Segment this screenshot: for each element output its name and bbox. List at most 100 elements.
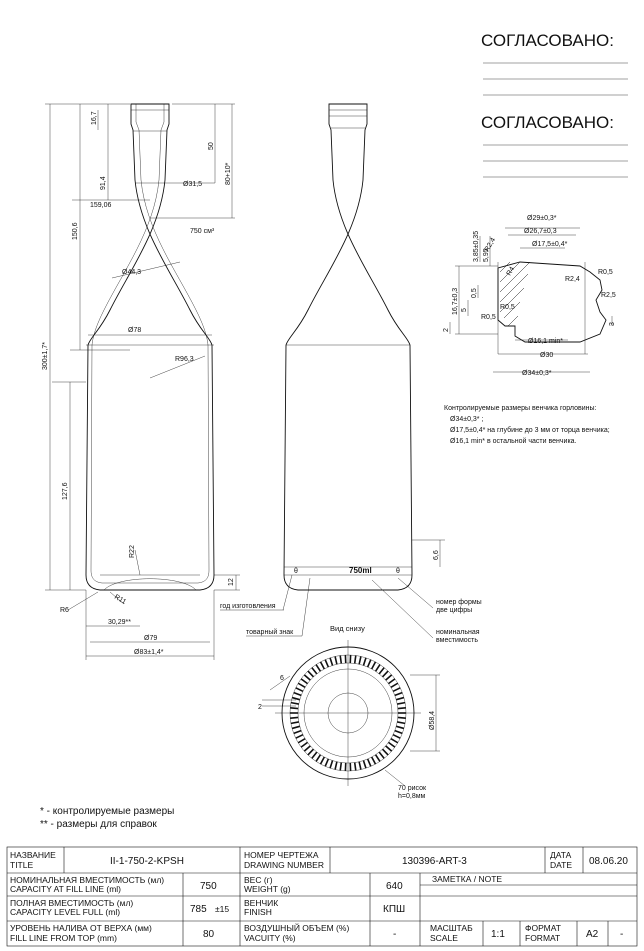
dim-150-6: 150,6 bbox=[72, 222, 79, 240]
bottom-view-title: Вид снизу bbox=[330, 624, 365, 633]
finish-notes-line1: Ø34±0,3* ; bbox=[450, 416, 483, 423]
knurl-mark bbox=[319, 661, 326, 670]
knurl-mark bbox=[334, 761, 338, 770]
tb-scale-en: SCALE bbox=[430, 933, 458, 943]
tb-date-value: 08.06.20 bbox=[589, 856, 628, 867]
knurl-mark bbox=[339, 762, 343, 771]
tb-fill-level-ru: УРОВЕНЬ НАЛИВА ОТ ВЕРХА (мм) bbox=[10, 923, 152, 933]
knurl-mark bbox=[370, 661, 377, 670]
dim-159: 159,06 bbox=[90, 202, 112, 209]
knurl-mark bbox=[390, 737, 399, 744]
knurl-mark bbox=[362, 760, 367, 769]
finish-detail: Ø29±0,3* Ø26,7±0,3 Ø17,5±0,4* 5,95 3,85±… bbox=[443, 215, 616, 377]
mark-750ml: 750ml bbox=[349, 566, 372, 575]
knurl-mark bbox=[307, 748, 315, 756]
knurl-mark bbox=[290, 716, 299, 719]
tb-cap-fill-ru: НОМИНАЛЬНАЯ ВМЕСТИМОСТЬ (мл) bbox=[10, 875, 164, 885]
knurl-mark bbox=[290, 701, 299, 705]
tb-vacuity-value: - bbox=[393, 929, 396, 940]
tb-drawing-ru: НОМЕР ЧЕРТЕЖА bbox=[244, 850, 319, 860]
knurl-mark bbox=[300, 678, 309, 685]
tb-scale-ru: МАСШТАБ bbox=[430, 923, 473, 933]
tb-drawing-value: 130396-ART-3 bbox=[402, 856, 467, 867]
finish-r2-4b: R2,4 bbox=[565, 276, 580, 283]
knurl-mark bbox=[311, 667, 318, 675]
dim-79: Ø79 bbox=[144, 635, 157, 642]
knurl-mark bbox=[295, 687, 304, 693]
knurl-mark bbox=[395, 696, 405, 701]
knurl-mark bbox=[329, 760, 334, 769]
knurl-mark bbox=[293, 729, 302, 735]
knurl-mark bbox=[362, 657, 367, 666]
knurl-mark bbox=[339, 655, 343, 664]
tb-weight-value: 640 bbox=[386, 881, 403, 892]
dim-base-2: 2 bbox=[258, 704, 262, 711]
knurl-mark bbox=[353, 655, 357, 664]
knurl-mark bbox=[397, 707, 406, 710]
tb-fill-level-en: FILL LINE FROM TOP (mm) bbox=[10, 933, 117, 943]
dim-base-6: 6 bbox=[280, 675, 284, 682]
knurl-mark bbox=[295, 733, 304, 739]
tb-drawing-en: DRAWING NUMBER bbox=[244, 860, 324, 870]
finish-d5-95: 5,95 bbox=[483, 248, 490, 262]
finish-d26-7: Ø26,7±0,3 bbox=[524, 228, 557, 235]
knurl-mark bbox=[311, 751, 318, 759]
tb-finish-en: FINISH bbox=[244, 907, 272, 917]
knurl-mark bbox=[315, 664, 322, 672]
tb-fill-level-value: 80 bbox=[203, 929, 215, 940]
approval-label-2: СОГЛАСОВАНО: bbox=[481, 113, 614, 132]
knurl-mark bbox=[397, 701, 406, 705]
finish-notes-line2: Ø17,5±0,4* на глубине до 3 мм от торца в… bbox=[450, 426, 610, 434]
knurl-mark bbox=[381, 670, 389, 678]
dim-30-29: 30,29** bbox=[108, 619, 131, 626]
knurl-mark bbox=[370, 756, 377, 765]
dim-r6: R6 bbox=[60, 607, 69, 614]
tb-cap-full-en: CAPACITY LEVEL FULL (ml) bbox=[10, 907, 120, 917]
knurl-mark bbox=[397, 721, 406, 725]
neck-dimensions: 50 80+10* Ø31,5 750 см³ Ø44,3 Ø78 R96,3 … bbox=[60, 103, 240, 660]
knurl-mark bbox=[324, 659, 330, 668]
knurl-mark bbox=[353, 762, 357, 771]
knurl-mark bbox=[290, 707, 299, 710]
dim-750-cm: 750 см³ bbox=[190, 228, 215, 235]
label-trademark: товарный знак bbox=[246, 628, 294, 636]
finish-r0-5b: R0,5 bbox=[481, 314, 496, 321]
finish-d34: Ø34±0,3* bbox=[522, 370, 552, 377]
tb-date-en: DATE bbox=[550, 860, 572, 870]
knurl-mark bbox=[324, 758, 330, 767]
tb-cap-full-tol: ±15 bbox=[215, 904, 229, 914]
tb-cap-fill-value: 750 bbox=[200, 881, 217, 892]
title-block: НАЗВАНИЕ TITLE II-1-750-2-KPSH НОМЕР ЧЕР… bbox=[6, 846, 638, 947]
marking-labels: год изготовления товарный знак номер фор… bbox=[220, 574, 482, 644]
tb-format-ru: ФОРМАТ bbox=[525, 923, 561, 933]
dim-44-3: Ø44,3 bbox=[122, 269, 141, 276]
left-dimensions: 300±1,7* 150,6 127,6 91,4 16,7 159,06 bbox=[42, 103, 150, 591]
dim-80: 80+10* bbox=[225, 162, 232, 185]
knurl-mark bbox=[366, 659, 372, 668]
dim-127-6: 127,6 bbox=[62, 482, 69, 500]
knurl-mark bbox=[291, 725, 301, 730]
knurl-mark bbox=[297, 682, 306, 689]
finish-r2-5: R2,5 bbox=[601, 292, 616, 299]
knurl-mark bbox=[319, 756, 326, 765]
knurl-mark bbox=[303, 745, 311, 752]
footnote-reference: ** - размеры для справок bbox=[40, 819, 157, 830]
finish-notes: Контролируемые размеры венчика горловины… bbox=[444, 405, 610, 445]
approval-block: СОГЛАСОВАНО: СОГЛАСОВАНО: bbox=[481, 31, 628, 178]
knurl-mark bbox=[378, 667, 385, 675]
finish-d5: 5 bbox=[461, 308, 468, 312]
knurl-mark bbox=[381, 748, 389, 756]
tb-cap-fill-en: CAPACITY AT FILL LINE (ml) bbox=[10, 884, 121, 894]
tb-cap-full-ru: ПОЛНАЯ ВМЕСТИМОСТЬ (мл) bbox=[10, 898, 133, 908]
tb-weight-en: WEIGHT (g) bbox=[244, 884, 291, 894]
knurl-mark bbox=[300, 741, 309, 748]
finish-d3-85: 3,85±0,35 bbox=[473, 231, 480, 262]
knurl-mark bbox=[374, 664, 381, 672]
tb-vacuity-en: VACUITY (%) bbox=[244, 933, 296, 943]
dim-height-total: 300±1,7* bbox=[42, 342, 49, 370]
